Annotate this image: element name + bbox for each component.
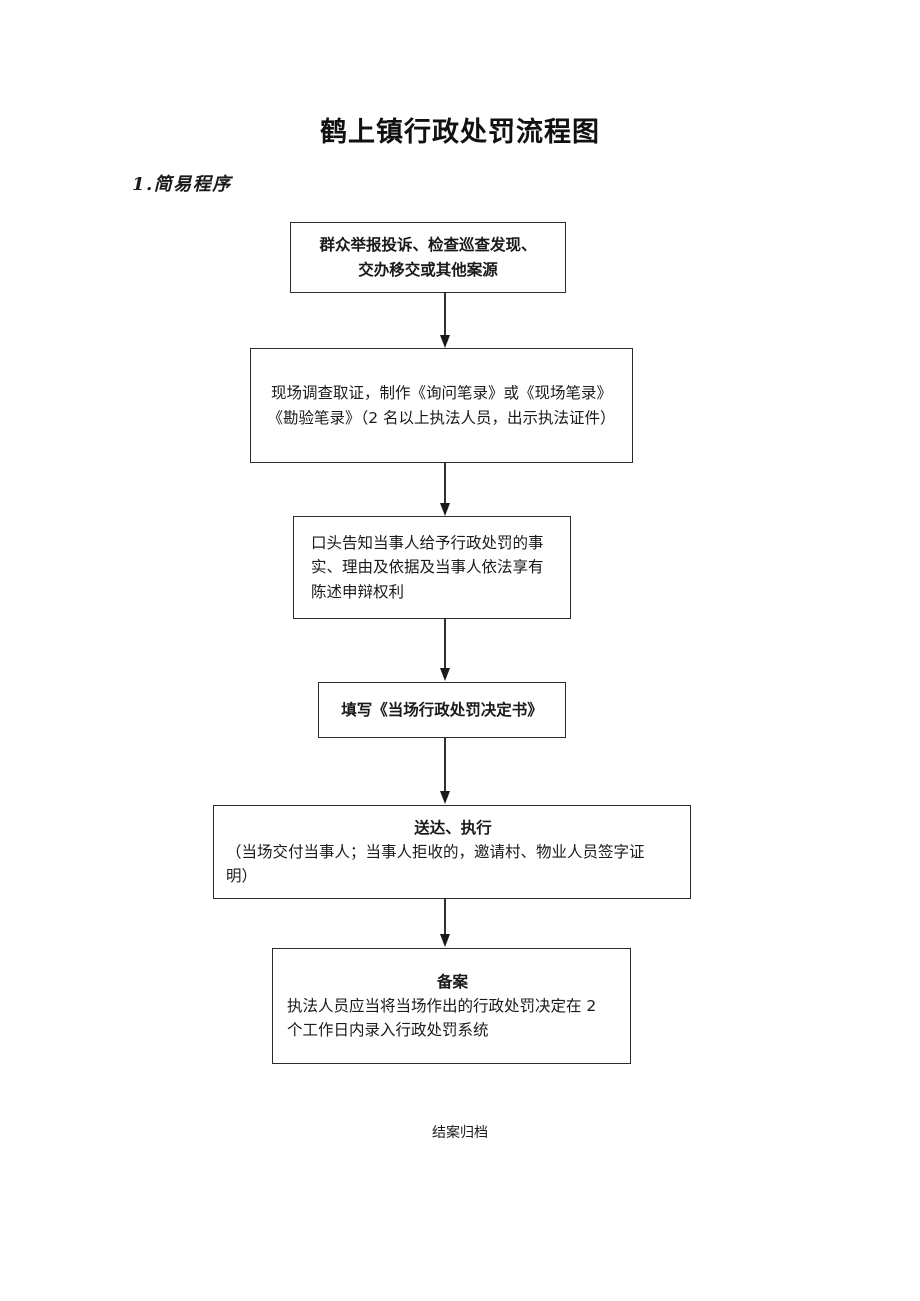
flow-node-case-source: 群众举报投诉、检查巡查发现、 交办移交或其他案源 [290, 222, 566, 293]
flow-node-line: 交办移交或其他案源 [358, 260, 498, 279]
flow-node-line: 填写《当场行政处罚决定书》 [341, 700, 543, 719]
arrow-down-icon [440, 463, 450, 516]
flow-node-header: 送达、执行 [414, 818, 492, 837]
flow-terminal-label: 结案归档 [432, 1125, 488, 1141]
flow-node-decision-form: 填写《当场行政处罚决定书》 [318, 682, 566, 738]
flow-node-line: 个工作日内录入行政处罚系统 [287, 1021, 489, 1039]
flow-node-line: （当场交付当事人；当事人拒收的，邀请村、物业人员签字证 [226, 842, 645, 861]
flow-node-delivery-execution: 送达、执行 （当场交付当事人；当事人拒收的，邀请村、物业人员签字证 明） [213, 805, 691, 899]
flow-edge-n5-n6 [437, 899, 453, 948]
arrow-down-icon [440, 738, 450, 804]
flow-node-record-filing: 备案 执法人员应当将当场作出的行政处罚决定在 2 个工作日内录入行政处罚系统 [272, 948, 631, 1064]
flow-edge-n4-n5 [437, 738, 453, 805]
flow-node-line: 陈述申辩权利 [311, 582, 405, 601]
flow-edge-n1-n2 [437, 293, 453, 349]
flow-node-line: 实、理由及依据及当事人依法享有 [311, 558, 544, 577]
flow-node-line: 群众举报投诉、检查巡查发现、 [319, 236, 537, 255]
flow-node-header: 备案 [436, 972, 468, 991]
page-title: 鹤上镇行政处罚流程图 [320, 117, 600, 148]
flow-node-line: 《勘验笔录》（2 名以上执法人员，出示执法证件） [267, 408, 616, 427]
section-heading: 1.简易程序 [132, 174, 232, 195]
arrow-down-icon [440, 293, 450, 348]
arrow-down-icon [440, 899, 450, 947]
flow-node-oral-notice: 口头告知当事人给予行政处罚的事 实、理由及依据及当事人依法享有 陈述申辩权利 [293, 516, 571, 619]
flow-node-line: 口头告知当事人给予行政处罚的事 [311, 534, 544, 553]
flow-edge-n2-n3 [437, 463, 453, 517]
flow-node-investigation: 现场调查取证，制作《询问笔录》或《现场笔录》 《勘验笔录》（2 名以上执法人员，… [250, 348, 633, 463]
flow-node-line: 执法人员应当将当场作出的行政处罚决定在 2 [287, 996, 597, 1015]
flow-edge-n3-n4 [437, 619, 453, 682]
flow-node-line: 明） [226, 867, 258, 885]
arrow-down-icon [440, 619, 450, 681]
flow-node-line: 现场调查取证，制作《询问笔录》或《现场笔录》 [270, 384, 612, 403]
